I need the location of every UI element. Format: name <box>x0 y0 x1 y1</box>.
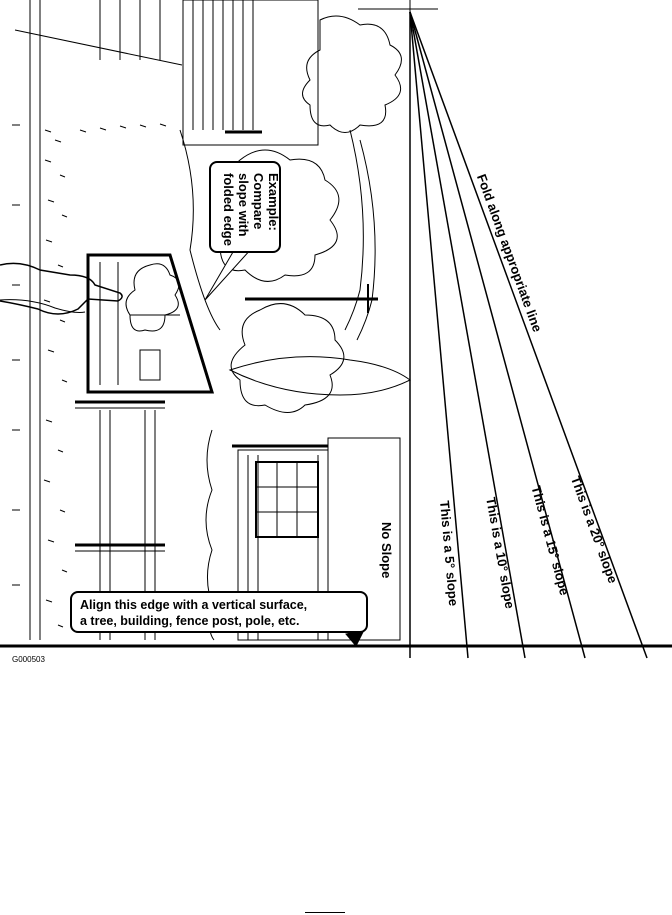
slope-15-line <box>409 11 586 659</box>
hand <box>0 262 123 315</box>
align-edge-callout: Align this edge with a vertical surface,… <box>70 591 368 633</box>
example-line-3: slope with <box>236 173 251 237</box>
no-slope-label: No Slope <box>379 522 394 579</box>
example-line-4: folded edge <box>221 173 236 246</box>
align-line-2: a tree, building, fence post, pole, etc. <box>80 614 300 628</box>
example-callout: Example: Compare slope with folded edge <box>209 161 281 253</box>
example-line-1: Example: <box>266 173 281 231</box>
align-line-1: Align this edge with a vertical surface, <box>80 598 308 612</box>
slope-10-line <box>409 11 526 659</box>
slope-5-line <box>409 11 469 659</box>
slope-20-line <box>409 11 648 659</box>
figure-code: G000503 <box>12 655 45 664</box>
example-card <box>86 253 215 394</box>
example-line-2: Compare <box>251 173 266 230</box>
page-mark <box>305 912 345 913</box>
